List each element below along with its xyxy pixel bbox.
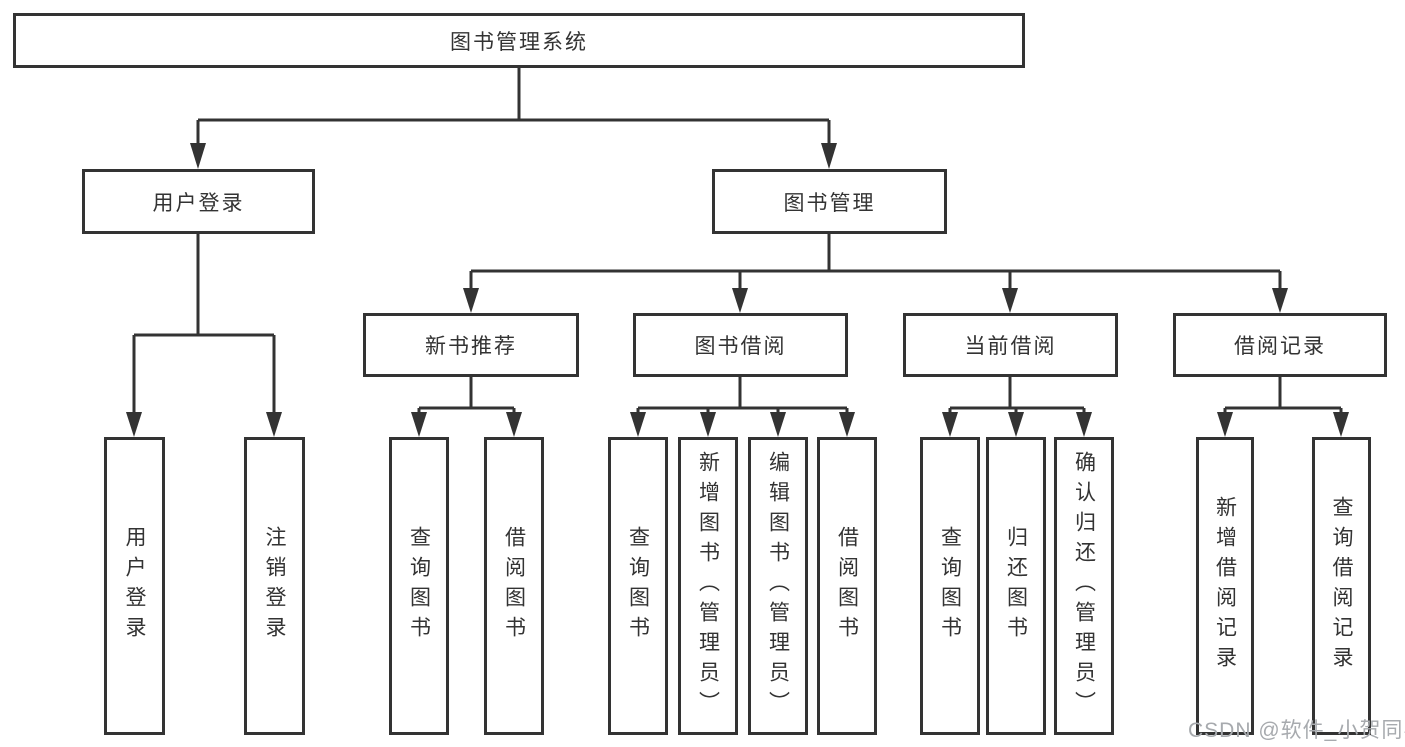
node-current-borrow: 当前借阅	[903, 313, 1118, 377]
node-library-system-label: 图书管理系统	[450, 30, 588, 54]
leaf-user-login-label: 用户登录	[123, 526, 147, 646]
node-book-borrow: 图书借阅	[633, 313, 848, 377]
leaf-add-book-admin-label: 新增图书（管理员）	[696, 451, 720, 721]
node-book-management-label: 图书管理	[783, 191, 876, 215]
leaf-query-borrow-record-label: 查询借阅记录	[1330, 496, 1354, 676]
node-user-login: 用户登录	[82, 169, 315, 234]
leaf-query-books-borrow-label: 查询图书	[626, 526, 650, 646]
leaf-borrow-books-recommend: 借阅图书	[484, 437, 544, 735]
leaf-borrow-books-recommend-label: 借阅图书	[502, 526, 526, 646]
leaf-logout-label: 注销登录	[263, 526, 287, 646]
leaf-return-books-label: 归还图书	[1004, 526, 1028, 646]
leaf-add-borrow-record-label: 新增借阅记录	[1213, 496, 1237, 676]
node-user-login-label: 用户登录	[152, 191, 245, 215]
leaf-query-books-borrow: 查询图书	[608, 437, 668, 735]
leaf-edit-book-admin: 编辑图书（管理员）	[748, 437, 808, 735]
leaf-confirm-return-admin: 确认归还（管理员）	[1054, 437, 1114, 735]
leaf-return-books: 归还图书	[986, 437, 1046, 735]
node-borrow-records-label: 借阅记录	[1234, 335, 1326, 358]
node-library-system: 图书管理系统	[13, 13, 1025, 68]
node-book-borrow-label: 图书借阅	[694, 335, 787, 358]
node-new-book-recommend-label: 新书推荐	[425, 335, 517, 358]
node-borrow-records: 借阅记录	[1173, 313, 1387, 377]
node-current-borrow-label: 当前借阅	[964, 335, 1057, 358]
arrowheads	[126, 143, 1349, 437]
leaf-borrow-books-label: 借阅图书	[835, 526, 859, 646]
node-new-book-recommend: 新书推荐	[363, 313, 579, 377]
leaf-user-login: 用户登录	[104, 437, 165, 735]
leaf-add-borrow-record: 新增借阅记录	[1196, 437, 1254, 735]
leaf-query-borrow-record: 查询借阅记录	[1312, 437, 1371, 735]
csdn-watermark: CSDN @软件_小贺同学	[1188, 719, 1405, 742]
leaf-confirm-return-admin-label: 确认归还（管理员）	[1072, 451, 1096, 721]
leaf-edit-book-admin-label: 编辑图书（管理员）	[766, 451, 790, 721]
leaf-add-book-admin: 新增图书（管理员）	[678, 437, 738, 735]
leaf-query-books-current: 查询图书	[920, 437, 980, 735]
leaf-logout: 注销登录	[244, 437, 305, 735]
leaf-query-books-recommend: 查询图书	[389, 437, 449, 735]
leaf-query-books-recommend-label: 查询图书	[407, 526, 431, 646]
leaf-query-books-current-label: 查询图书	[938, 526, 962, 646]
leaf-borrow-books: 借阅图书	[817, 437, 877, 735]
node-book-management: 图书管理	[712, 169, 947, 234]
